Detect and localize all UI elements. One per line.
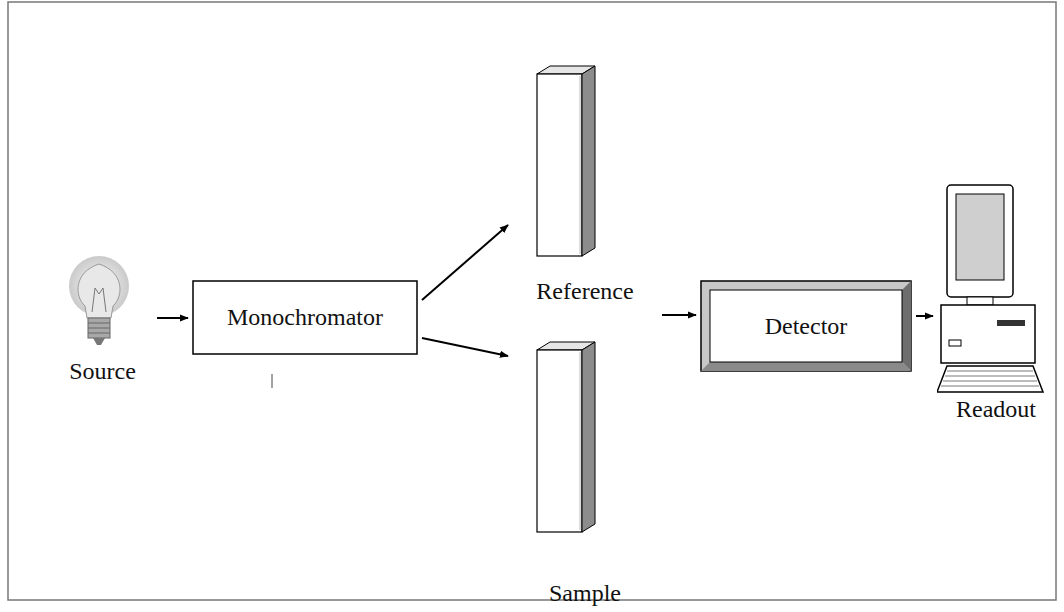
outer-frame [8,2,1056,600]
detector-box: Detector [700,280,912,372]
reference-cuvette: Reference [512,56,658,326]
node-label: Source [52,358,153,384]
node-label: Reference [512,278,658,304]
node-label: Sample [512,580,658,606]
light-source: Source [52,250,153,385]
readout-computer: Readout [937,180,1055,425]
beam-arrow [916,315,933,317]
monochromator-box: Monochromator [192,280,418,355]
node-label: Monochromator [227,304,383,330]
node-label: Detector [765,313,848,339]
sample-cuvette-outline [512,336,658,608]
node-label: Readout [937,396,1055,422]
beam-arrow [422,338,508,356]
beam-arrow [422,225,508,300]
sample-cuvette: Sample [512,336,658,608]
stray-mark [272,374,273,388]
beam-arrow [662,314,696,316]
readout-computer-outline [937,180,1055,425]
beam-arrow [157,317,188,319]
